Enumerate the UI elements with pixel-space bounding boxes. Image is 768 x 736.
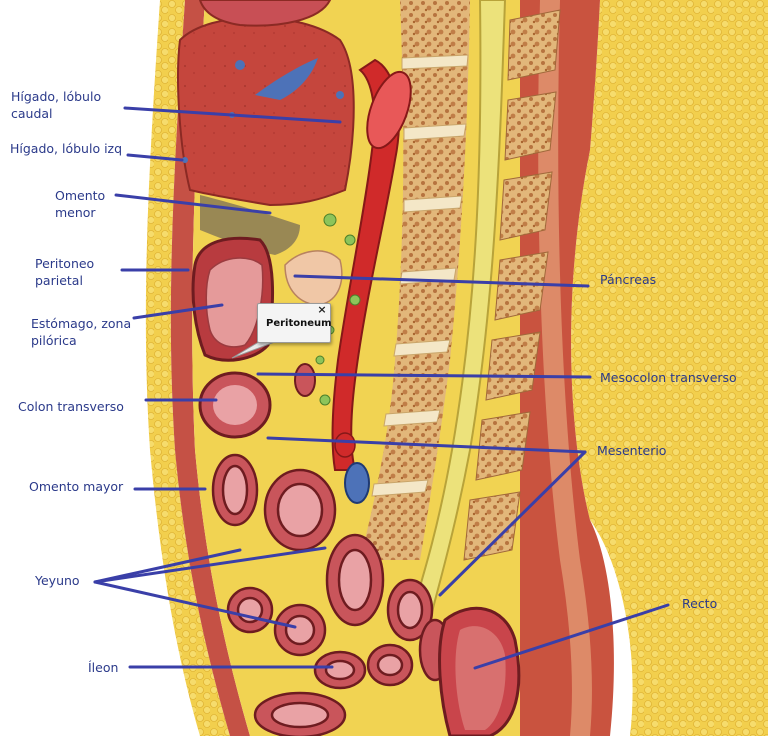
label-higado-caudal-line2: caudal: [11, 106, 53, 121]
label-peritoneo-line2: parietal: [35, 273, 83, 288]
label-ileon-text: Íleon: [88, 660, 119, 675]
label-pancreas-text: Páncreas: [600, 272, 657, 287]
label-recto-text: Recto: [682, 596, 718, 611]
lesser-omentum: [200, 195, 300, 255]
back-fat-layer: [571, 0, 768, 736]
label-ileon: Íleon: [88, 659, 118, 676]
peritoneum-tooltip[interactable]: Peritoneum ×: [257, 303, 332, 343]
leader-pancreas: [293, 274, 590, 288]
label-omento-menor-line1: Omento: [55, 188, 106, 203]
label-estomago: Estómago, zona pilórica: [31, 315, 131, 349]
label-mesocolon-text: Mesocolon transverso: [600, 370, 737, 385]
tooltip-title: Peritoneum: [266, 318, 332, 329]
label-omento-menor: Omento menor: [55, 187, 105, 221]
label-higado-caudal: Hígado, lóbulo caudal: [11, 88, 101, 122]
label-estomago-line1: Estómago, zona: [31, 316, 132, 331]
label-omento-mayor: Omento mayor: [29, 478, 123, 495]
leader-yeyuno-3: [93, 580, 297, 629]
label-omento-mayor-text: Omento mayor: [29, 479, 124, 494]
aorta: [331, 58, 400, 471]
front-fat-layer: [145, 0, 230, 736]
small-intestine: [211, 453, 452, 736]
leader-omento-menor: [114, 193, 272, 215]
label-yeyuno: Yeyuno: [35, 572, 80, 589]
leader-yeyuno-2: [93, 546, 327, 584]
label-pancreas: Páncreas: [600, 271, 656, 288]
intervertebral-discs: [371, 54, 469, 497]
leader-estomago: [132, 303, 224, 320]
spinous-processes: [463, 9, 561, 561]
leader-yeyuno-1: [93, 548, 242, 584]
label-mesenterio: Mesenterio: [597, 442, 666, 459]
leader-mesocolon: [256, 372, 592, 379]
label-recto: Recto: [682, 595, 717, 612]
label-omento-menor-line2: menor: [55, 205, 96, 220]
leader-recto: [473, 603, 670, 670]
label-yeyuno-text: Yeyuno: [35, 573, 80, 588]
leader-mesenterio-2: [438, 450, 587, 597]
label-higado-caudal-line1: Hígado, lóbulo: [11, 89, 102, 104]
leader-higado-izq: [126, 153, 184, 162]
label-peritoneo-line1: Peritoneo: [35, 256, 95, 271]
label-higado-izq-text: Hígado, lóbulo izq: [10, 141, 123, 156]
label-peritoneo-parietal: Peritoneo parietal: [35, 255, 94, 289]
leader-higado-caudal: [123, 106, 342, 124]
label-higado-izq: Hígado, lóbulo izq: [10, 140, 122, 157]
leader-mesenterio-1: [266, 436, 587, 454]
label-colon-transverso: Colon transverso: [18, 398, 124, 415]
label-mesenterio-text: Mesenterio: [597, 443, 667, 458]
label-estomago-line2: pilórica: [31, 333, 77, 348]
label-colon-text: Colon transverso: [18, 399, 124, 414]
label-mesocolon: Mesocolon transverso: [600, 369, 737, 386]
close-icon[interactable]: ×: [317, 303, 327, 316]
